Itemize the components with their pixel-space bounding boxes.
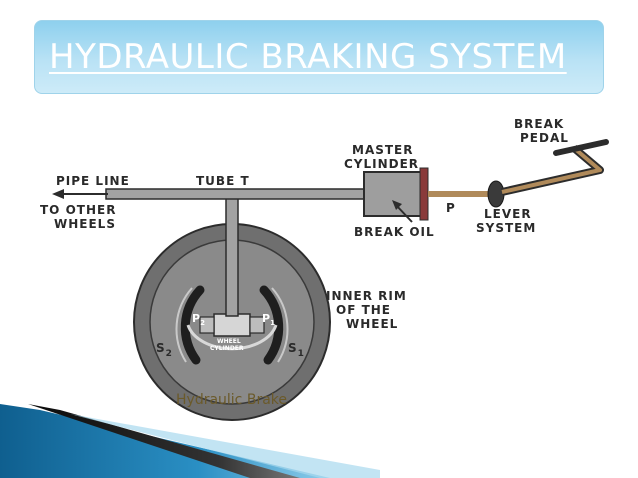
label-system: SYSTEM — [476, 221, 536, 235]
label-of-the: OF THE — [336, 303, 391, 317]
label-wheel-cylinder-1: WHEEL — [217, 338, 241, 345]
piston-p1 — [249, 316, 265, 334]
brake-shoe-s2 — [180, 285, 205, 365]
label-pipe-line: PIPE LINE — [56, 174, 130, 188]
label-lever: LEVER — [484, 207, 532, 221]
label-master: MASTER — [352, 143, 414, 157]
swoosh-light — [70, 414, 380, 478]
swoosh-black — [28, 404, 300, 478]
label-wheel: WHEEL — [346, 317, 398, 331]
label-break: BREAK — [514, 117, 564, 131]
label-inner-rim: INNER RIM — [326, 289, 407, 303]
lever-system — [428, 139, 609, 208]
break-oil-pointer-head — [392, 200, 402, 210]
wheel-cylinder — [199, 313, 265, 337]
label-cylinder: CYLINDER — [344, 157, 419, 171]
pedal-arm-fill — [501, 146, 602, 194]
brake-shoe-s1 — [259, 285, 284, 365]
label-wheels: WHEELS — [54, 217, 116, 231]
brake-drum — [133, 223, 331, 421]
label-to-other: TO OTHER — [40, 203, 116, 217]
label-wheel-cylinder-2: CYLINDER — [210, 345, 244, 352]
title-bar: HYDRAULIC BRAKING SYSTEM — [34, 20, 604, 94]
brake-shoe-lining-right — [271, 287, 289, 363]
break-oil-pointer — [395, 204, 413, 223]
slide-title: HYDRAULIC BRAKING SYSTEM — [49, 37, 567, 77]
pipe-arrow-head — [52, 189, 64, 199]
label-p2: P2 — [192, 312, 205, 327]
diagram-caption: Hydraulic Brake — [176, 392, 287, 408]
label-pedal: PEDAL — [520, 131, 569, 145]
label-p: P — [446, 201, 456, 215]
master-cylinder-body — [363, 171, 423, 217]
master-cylinder — [363, 167, 429, 223]
label-tube-t: TUBE T — [196, 174, 250, 188]
piston-p2 — [199, 316, 215, 334]
brake-pedal-pad — [553, 139, 609, 156]
label-break-oil: BREAK OIL — [354, 225, 435, 239]
label-p1: P1 — [262, 312, 275, 327]
label-s1: S1 — [288, 341, 305, 359]
return-spring-arc — [186, 324, 278, 351]
label-s2: S2 — [156, 341, 173, 359]
brake-shoe-lining-left — [175, 287, 193, 363]
